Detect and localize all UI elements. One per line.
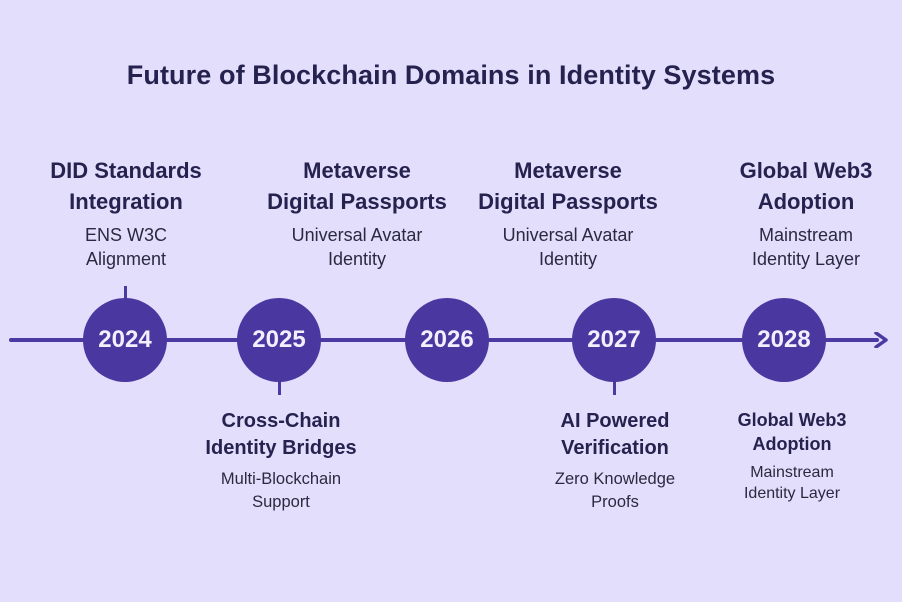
milestone-label-2025-bottom: Cross-Chain Identity Bridges Multi-Block… xyxy=(205,408,356,514)
milestone-label-2024: DID Standards Integration ENS W3C Alignm… xyxy=(50,155,202,271)
milestone-subtitle: Identity xyxy=(327,249,387,269)
milestone-subtitle: ENS W3C xyxy=(84,225,167,245)
milestone-title: Adoption xyxy=(757,189,855,214)
milestone-subtitle: Identity Layer xyxy=(743,485,841,502)
milestone-title: Cross-Chain xyxy=(221,410,341,432)
milestone-subtitle: Proofs xyxy=(591,493,639,511)
milestone-subtitle: Zero Knowledge xyxy=(554,470,676,488)
milestone-title: AI Powered xyxy=(560,410,670,432)
milestone-title: Adoption xyxy=(752,434,832,454)
milestone-subtitle: Mainstream xyxy=(750,464,834,481)
milestone-subtitle: Universal Avatar xyxy=(502,225,634,245)
milestone-subtitle: Alignment xyxy=(85,249,167,269)
milestone-subtitle: Support xyxy=(252,493,310,511)
year-node-2027: 2027 xyxy=(572,298,656,382)
milestone-title: Verification xyxy=(561,437,669,459)
milestone-title: Metaverse xyxy=(303,158,411,183)
milestone-subtitle: Identity xyxy=(538,249,598,269)
milestone-label-2027-top: Metaverse Digital Passports Universal Av… xyxy=(478,155,658,271)
year-node-2025: 2025 xyxy=(237,298,321,382)
milestone-subtitle: Mainstream xyxy=(758,225,854,245)
year-node-2026: 2026 xyxy=(405,298,489,382)
milestone-title: Integration xyxy=(69,189,183,214)
milestone-subtitle: Identity Layer xyxy=(751,249,861,269)
connector-tick-2024 xyxy=(124,286,127,300)
year-node-2024: 2024 xyxy=(83,298,167,382)
milestone-title: Identity Bridges xyxy=(205,437,357,459)
milestone-title: Global Web3 xyxy=(737,410,847,430)
milestone-subtitle: Multi-Blockchain xyxy=(220,470,342,488)
milestone-label-2025-top: Metaverse Digital Passports Universal Av… xyxy=(267,155,447,271)
connector-tick-2027 xyxy=(613,381,616,395)
milestone-label-2028-top: Global Web3 Adoption Mainstream Identity… xyxy=(740,155,873,271)
milestone-subtitle: Universal Avatar xyxy=(291,225,423,245)
year-node-2028: 2028 xyxy=(742,298,826,382)
milestone-title: Metaverse xyxy=(514,158,622,183)
page-title: Future of Blockchain Domains in Identity… xyxy=(126,60,776,90)
milestone-title: Digital Passports xyxy=(267,189,447,214)
milestone-title: Global Web3 xyxy=(739,158,873,183)
milestone-label-2028-bottom: Global Web3 Adoption Mainstream Identity… xyxy=(738,408,847,504)
milestone-label-2027-bottom: AI Powered Verification Zero Knowledge P… xyxy=(555,408,675,514)
connector-tick-2025 xyxy=(278,381,281,395)
milestone-title: Digital Passports xyxy=(478,189,658,214)
milestone-title: DID Standards xyxy=(50,158,202,183)
